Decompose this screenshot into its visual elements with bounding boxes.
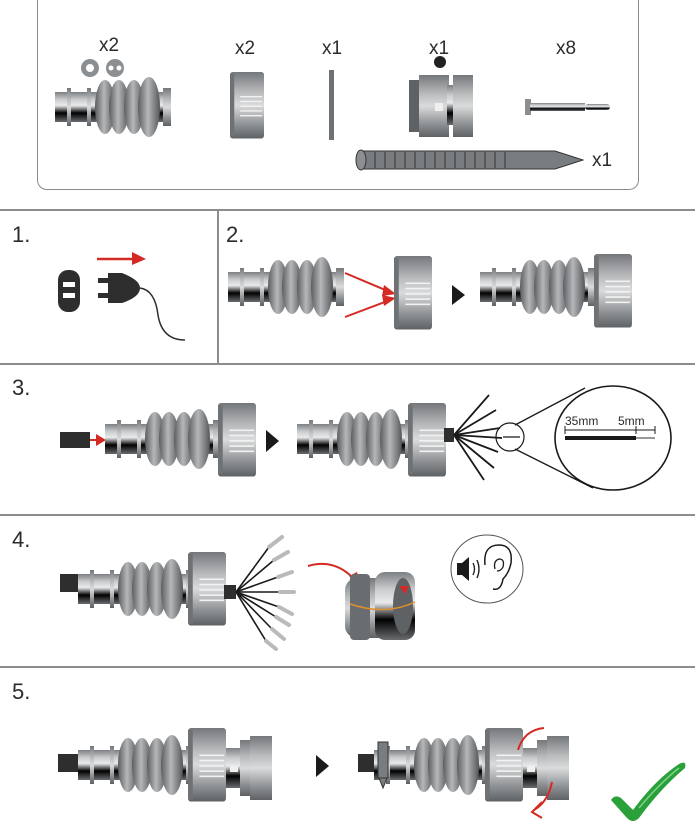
contact-pin-icon xyxy=(525,99,610,115)
part-qty-grommet: x2 xyxy=(99,35,120,56)
part-qty-seal: x1 xyxy=(322,38,343,59)
nut-cap-icon xyxy=(393,255,433,331)
bellows-grommet-icon xyxy=(55,77,171,137)
strip-length-wire: 5mm xyxy=(618,414,645,428)
connector-housing-icon xyxy=(345,572,416,640)
divider xyxy=(0,666,695,668)
insert-arrows-icon xyxy=(344,272,396,318)
bellows-grommet-icon xyxy=(228,257,344,317)
cable-tie-fastened-icon xyxy=(377,741,389,790)
unplug-power-icon xyxy=(58,252,186,341)
divider xyxy=(0,363,695,365)
cable-icon xyxy=(58,754,80,772)
cable-insert-icon xyxy=(60,432,106,448)
step-3-number: 3. xyxy=(12,375,31,400)
nut-cap-icon xyxy=(217,402,257,478)
next-step-arrow-icon xyxy=(452,285,465,305)
bellows-grommet-icon xyxy=(78,559,194,619)
part-qty-housing: x1 xyxy=(429,38,450,59)
part-qty-pin: x8 xyxy=(556,38,577,59)
stripped-wires-icon xyxy=(444,394,503,481)
nut-cap-icon xyxy=(229,71,265,140)
divider xyxy=(0,209,695,211)
ear-icon xyxy=(484,544,512,591)
bellows-grommet-icon xyxy=(297,409,413,469)
bellows-grommet-icon xyxy=(78,735,194,795)
next-step-arrow-icon xyxy=(266,430,279,452)
step-5-number: 5. xyxy=(12,679,31,704)
divider xyxy=(0,514,695,516)
divider xyxy=(217,210,219,364)
nut-cap-icon xyxy=(407,402,447,478)
strip-length-jacket: 35mm xyxy=(565,414,598,428)
next-step-arrow-icon xyxy=(316,755,329,777)
cable-icon xyxy=(60,574,82,592)
step-1-number: 1. xyxy=(12,222,31,247)
speaker-icon xyxy=(457,563,462,575)
listen-for-click-icon xyxy=(450,534,524,604)
nut-cap-icon xyxy=(593,253,633,329)
bellows-grommet-icon xyxy=(480,257,596,317)
cable-tie-icon xyxy=(355,149,585,171)
check-mark-icon xyxy=(611,762,686,821)
seal-ring-icon xyxy=(329,70,334,140)
nut-cap-icon xyxy=(187,551,227,627)
assembled-connector-icon xyxy=(484,727,569,803)
step-2-number: 2. xyxy=(226,222,245,247)
rotate-tighten-arrows-icon xyxy=(517,727,553,819)
part-qty-nut: x2 xyxy=(235,38,256,59)
step-4-number: 4. xyxy=(12,527,31,552)
crimped-pins-icon xyxy=(224,535,296,651)
seal-washers-icon xyxy=(81,59,124,77)
magnified-detail: 35mm 5mm xyxy=(495,385,672,491)
connector-housing-icon xyxy=(409,56,473,137)
part-qty-cable-tie: x1 xyxy=(592,150,613,171)
bellows-grommet-icon xyxy=(374,735,490,795)
assembled-connector-icon xyxy=(187,727,272,803)
bellows-grommet-icon xyxy=(105,409,221,469)
